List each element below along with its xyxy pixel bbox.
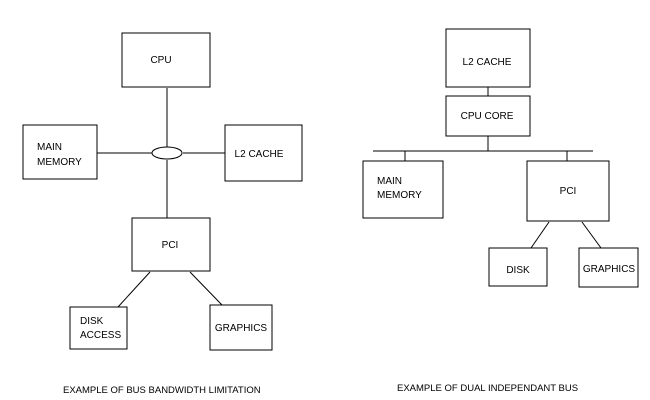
left-caption: EXAMPLE OF BUS BANDWIDTH LIMITATION [63,385,261,396]
left-diagram: CPU MAIN MEMORY L2 CACHE PCI DISK ACCESS… [22,32,303,396]
graphics-box: GRAPHICS [209,304,273,351]
main-memory-label-line-2: MEMORY [377,190,422,201]
pci-label: PCI [162,240,179,251]
l2-cache-box: L2 CACHE [224,124,303,182]
main-memory-label-line-1: MAIN [37,142,62,153]
pci-box: PCI [131,217,211,272]
main-memory-box: MAIN MEMORY [362,160,444,219]
cpu-box: CPU [121,32,211,88]
pci-box: PCI [526,160,610,222]
cpu-core-box: CPU CORE [445,95,531,137]
graphics-label: GRAPHICS [583,264,636,275]
graphics-box: GRAPHICS [578,247,639,288]
pci-to-graphics-line [189,271,223,306]
l2-cache-label: L2 CACHE [463,57,512,68]
pci-to-graphics-line [581,221,602,249]
right-diagram: L2 CACHE CPU CORE MAIN MEMORY PCI DISK G… [362,28,639,394]
l2-cache-label: L2 CACHE [235,149,284,160]
pci-label: PCI [560,186,577,197]
disk-access-box: DISK ACCESS [69,306,128,350]
cpu-label: CPU [150,55,171,66]
shared-bus-hub [151,146,183,160]
main-memory-label-line-2: MEMORY [37,157,82,168]
cpu-core-label: CPU CORE [461,111,514,122]
pci-to-disk-line [530,221,550,249]
disk-box: DISK [488,247,548,287]
disk-label: DISK [506,265,530,276]
pci-to-disk-line [117,271,151,308]
main-memory-box: MAIN MEMORY [22,124,98,180]
graphics-label: GRAPHICS [215,323,268,334]
disk-access-label-line-1: DISK [80,316,104,327]
main-memory-label-line-1: MAIN [377,176,402,187]
disk-access-label-line-2: ACCESS [80,330,121,341]
right-caption: EXAMPLE OF DUAL INDEPENDANT BUS [397,383,578,394]
l2-cache-box: L2 CACHE [445,28,531,88]
